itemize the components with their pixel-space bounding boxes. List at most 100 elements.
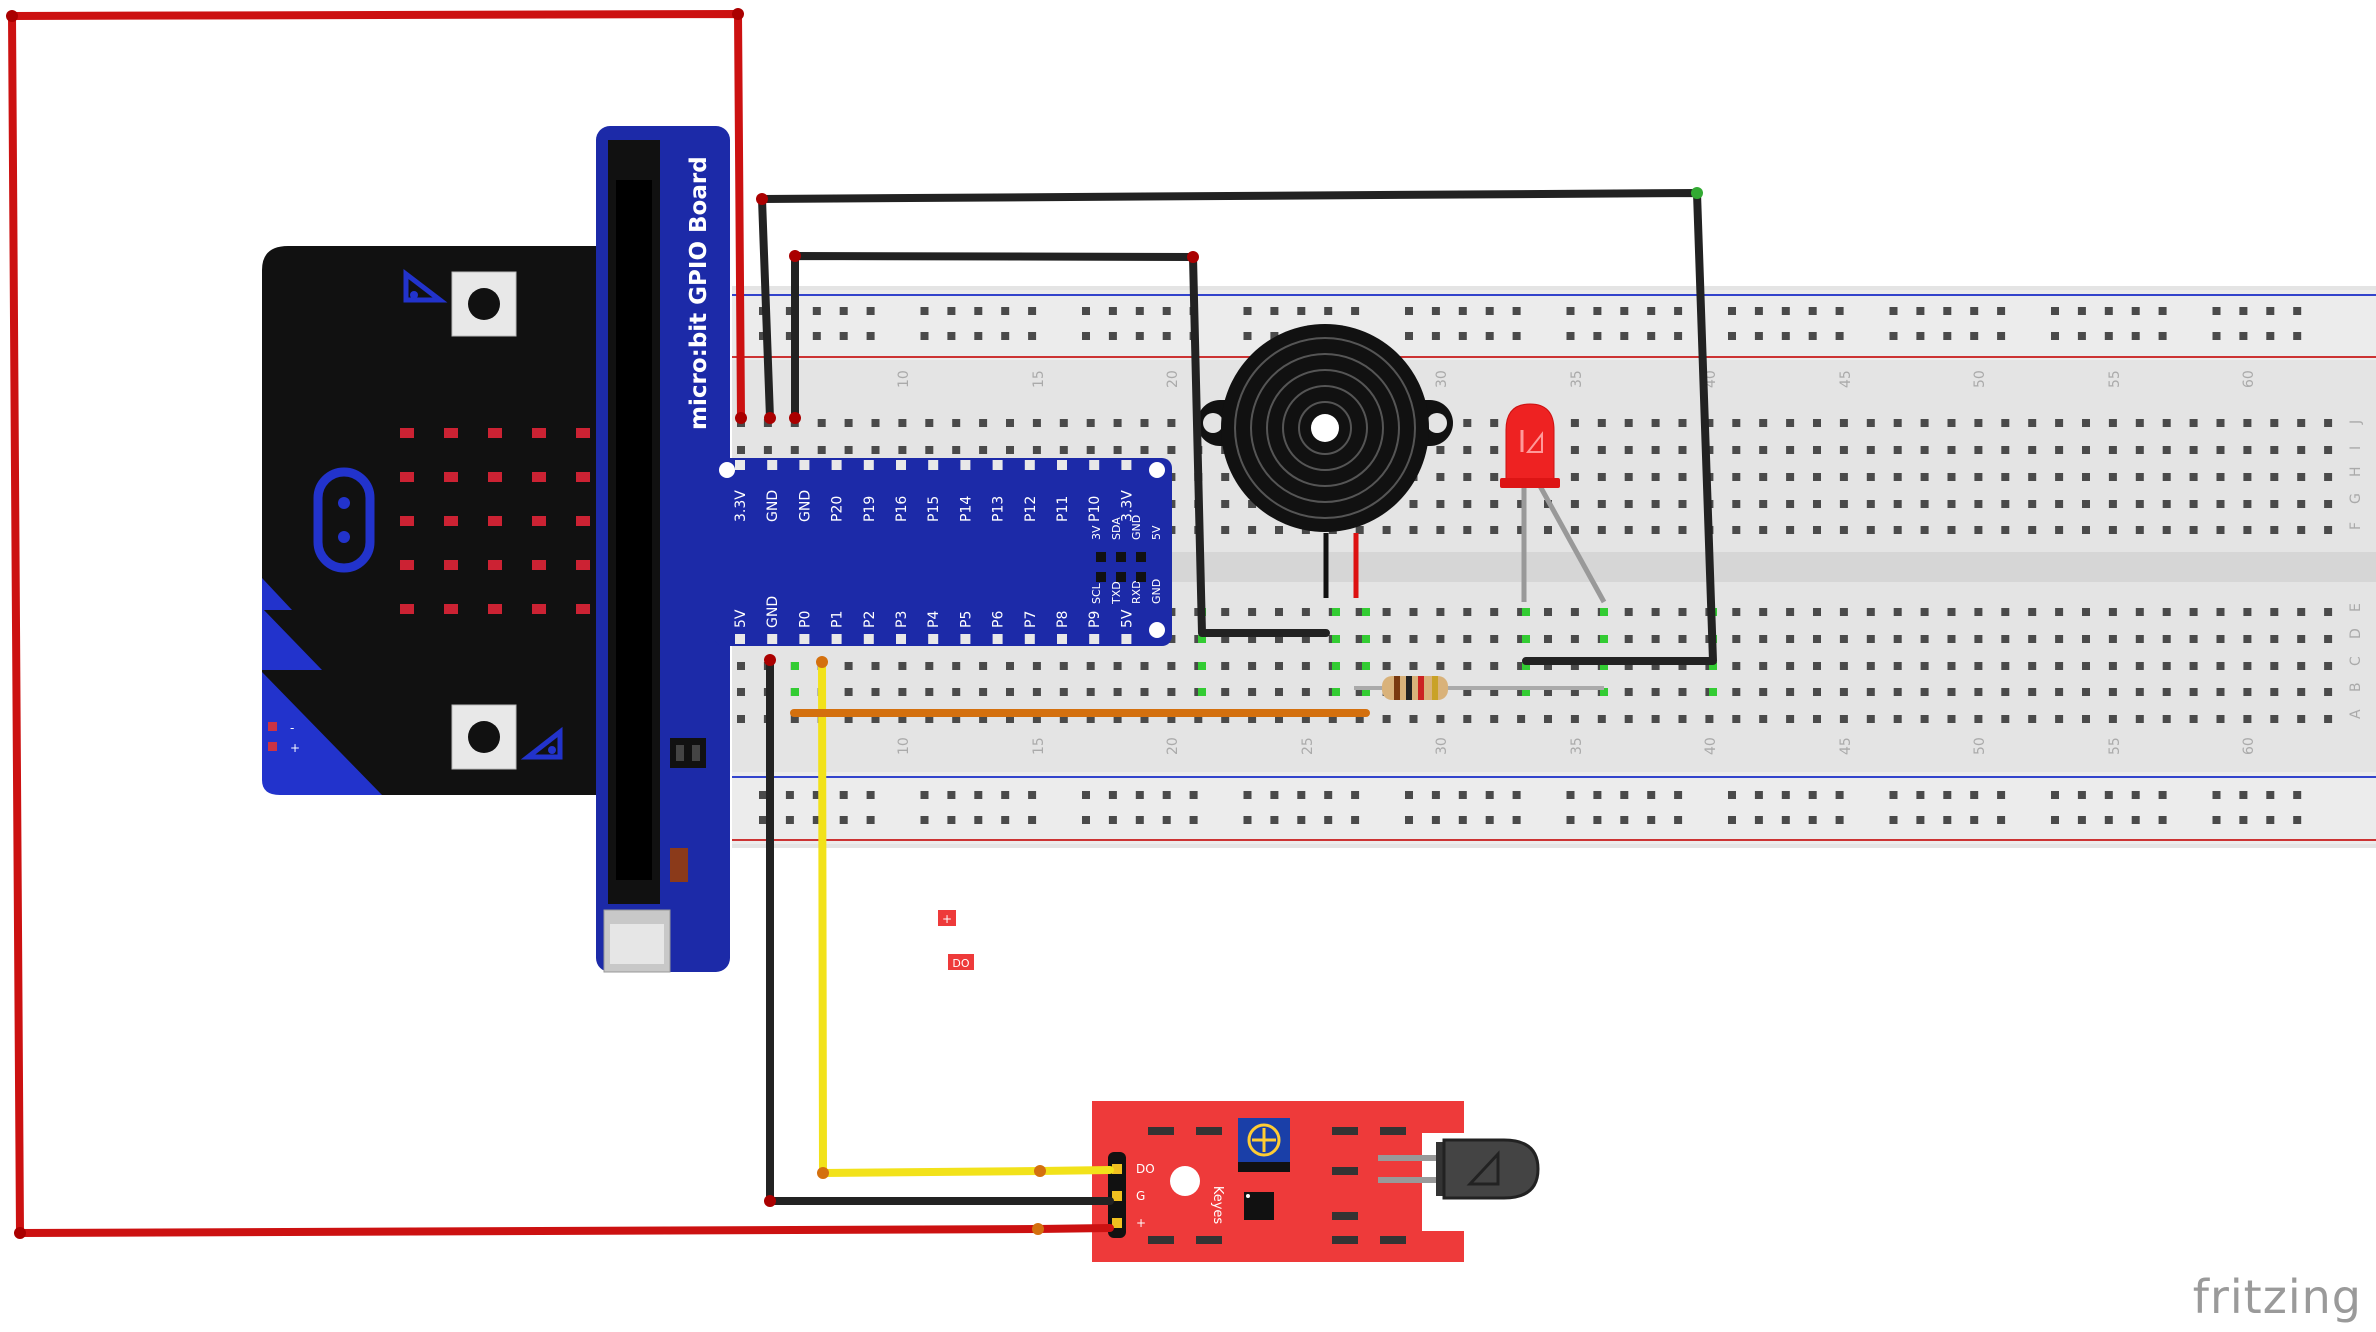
breadboard-hole[interactable]: [1248, 688, 1257, 696]
rail-hole[interactable]: [1916, 791, 1925, 799]
rail-hole[interactable]: [1162, 307, 1171, 315]
breadboard-hole[interactable]: [1490, 446, 1499, 454]
breadboard-hole[interactable]: [2001, 688, 2010, 696]
breadboard-hole[interactable]: [1920, 688, 1929, 696]
breadboard-hole[interactable]: [737, 715, 745, 723]
breadboard-hole[interactable]: [844, 419, 853, 427]
rail-hole[interactable]: [1943, 332, 1952, 340]
rail-hole[interactable]: [1108, 307, 1117, 315]
rail-hole[interactable]: [759, 791, 767, 799]
breadboard-hole[interactable]: [925, 715, 934, 723]
breadboard-hole[interactable]: [1086, 715, 1095, 723]
breadboard-hole[interactable]: [1570, 419, 1579, 427]
rail-hole[interactable]: [1297, 816, 1306, 824]
breadboard-hole[interactable]: [2082, 446, 2090, 454]
breadboard-hole[interactable]: [2189, 662, 2198, 670]
breadboard-hole[interactable]: [1624, 500, 1633, 508]
rail-hole[interactable]: [1458, 816, 1467, 824]
breadboard-hole[interactable]: [1920, 473, 1929, 481]
breadboard-hole[interactable]: [1248, 715, 1257, 723]
breadboard-hole[interactable]: [1786, 500, 1795, 508]
breadboard-hole[interactable]: [1759, 688, 1768, 696]
rail-hole[interactable]: [1082, 307, 1090, 315]
breadboard-hole[interactable]: [2028, 473, 2037, 481]
breadboard-hole[interactable]: [2189, 446, 2198, 454]
breadboard-hole[interactable]: [2189, 608, 2198, 616]
breadboard-hole[interactable]: [1032, 446, 1041, 454]
breadboard-hole[interactable]: [2135, 635, 2144, 643]
breadboard-hole[interactable]: [2324, 500, 2333, 508]
rail-hole[interactable]: [2158, 816, 2167, 824]
breadboard-hole[interactable]: [2001, 419, 2010, 427]
breadboard-hole[interactable]: [1463, 419, 1472, 427]
breadboard-hole[interactable]: [1301, 715, 1310, 723]
rail-hole[interactable]: [2239, 816, 2248, 824]
breadboard-hole[interactable]: [2055, 715, 2064, 723]
rail-hole[interactable]: [1674, 307, 1683, 315]
breadboard-hole[interactable]: [1517, 608, 1526, 616]
breadboard-hole[interactable]: [1490, 662, 1499, 670]
rail-hole[interactable]: [1781, 816, 1790, 824]
breadboard-hole[interactable]: [1140, 688, 1149, 696]
rail-hole[interactable]: [812, 816, 821, 824]
breadboard-hole[interactable]: [2216, 635, 2225, 643]
breadboard-hole[interactable]: [1947, 526, 1956, 534]
breadboard-hole[interactable]: [2001, 662, 2010, 670]
breadboard-hole[interactable]: [2297, 419, 2306, 427]
breadboard-hole[interactable]: [1624, 662, 1633, 670]
rail-hole[interactable]: [1647, 791, 1656, 799]
breadboard-hole[interactable]: [1920, 500, 1929, 508]
breadboard-hole[interactable]: [1866, 473, 1875, 481]
rail-hole[interactable]: [1485, 816, 1494, 824]
breadboard-hole[interactable]: [1786, 419, 1795, 427]
rail-hole[interactable]: [974, 816, 983, 824]
breadboard-hole[interactable]: [2243, 608, 2252, 616]
rail-hole[interactable]: [2158, 307, 2167, 315]
breadboard-hole[interactable]: [1974, 608, 1983, 616]
breadboard-hole[interactable]: [2324, 446, 2333, 454]
breadboard-hole[interactable]: [1167, 715, 1176, 723]
breadboard-hole[interactable]: [1866, 635, 1875, 643]
breadboard-hole[interactable]: [979, 715, 988, 723]
rail-hole[interactable]: [2158, 332, 2167, 340]
rail-hole[interactable]: [1728, 791, 1736, 799]
rail-hole[interactable]: [1808, 816, 1817, 824]
breadboard-hole[interactable]: [979, 419, 988, 427]
breadboard-hole[interactable]: [1893, 635, 1902, 643]
rail-hole[interactable]: [785, 791, 794, 799]
breadboard-hole[interactable]: [1275, 688, 1283, 696]
rail-hole[interactable]: [866, 307, 875, 315]
breadboard-hole[interactable]: [1086, 688, 1095, 696]
breadboard-hole[interactable]: [2108, 635, 2117, 643]
rail-hole[interactable]: [1754, 332, 1763, 340]
breadboard-hole[interactable]: [1032, 419, 1041, 427]
rail-hole[interactable]: [1593, 816, 1602, 824]
breadboard-hole[interactable]: [1678, 446, 1687, 454]
breadboard-hole[interactable]: [817, 446, 826, 454]
breadboard-hole[interactable]: [2108, 688, 2117, 696]
breadboard-hole[interactable]: [1759, 446, 1768, 454]
breadboard-hole[interactable]: [1517, 635, 1526, 643]
breadboard-hole[interactable]: [2270, 608, 2279, 616]
breadboard-hole[interactable]: [1382, 715, 1391, 723]
rail-hole[interactable]: [974, 307, 983, 315]
breadboard-hole[interactable]: [2055, 526, 2064, 534]
breadboard-hole[interactable]: [1732, 608, 1741, 616]
rail-hole[interactable]: [2266, 332, 2275, 340]
rail-hole[interactable]: [947, 307, 956, 315]
breadboard-hole[interactable]: [2001, 715, 2010, 723]
breadboard-hole[interactable]: [1140, 662, 1149, 670]
breadboard-hole[interactable]: [2082, 715, 2090, 723]
rail-hole[interactable]: [1001, 816, 1010, 824]
breadboard-hole[interactable]: [2108, 526, 2117, 534]
rail-hole[interactable]: [1728, 816, 1736, 824]
rail-hole[interactable]: [2131, 332, 2140, 340]
breadboard-hole[interactable]: [1893, 500, 1902, 508]
breadboard-hole[interactable]: [2082, 473, 2090, 481]
breadboard-hole[interactable]: [1032, 662, 1041, 670]
breadboard-hole[interactable]: [871, 419, 880, 427]
breadboard-hole[interactable]: [1570, 608, 1579, 616]
breadboard-hole[interactable]: [2028, 608, 2037, 616]
rail-hole[interactable]: [1001, 307, 1010, 315]
rail-hole[interactable]: [1566, 791, 1575, 799]
